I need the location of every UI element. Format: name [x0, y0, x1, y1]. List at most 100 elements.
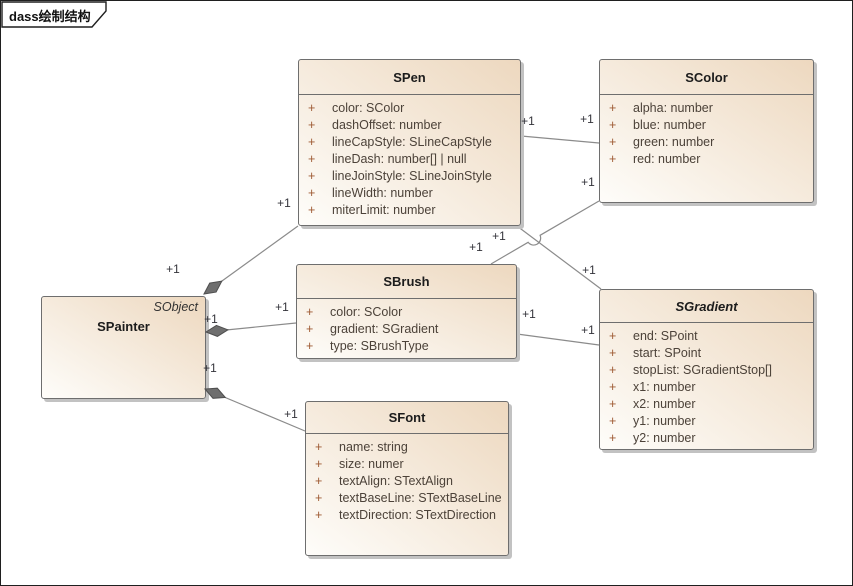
attribute-row: + red: number [600, 151, 813, 168]
relation-sbrush-scolor[interactable] [490, 200, 600, 265]
attribute-text: start: SPoint [633, 346, 702, 360]
attribute-row: + gradient: SGradient [297, 321, 516, 338]
class-box-spainter[interactable]: SObject SPainter [41, 296, 206, 399]
attribute-compartment: + color: SColor + dashOffset: number + line… [299, 95, 520, 219]
attribute-visibility: + [315, 491, 323, 505]
attribute-row: + color: SColor [297, 304, 516, 321]
relation-spen-sgradient[interactable] [516, 225, 602, 290]
attribute-row: +textBaseLine: STextBaseLine [306, 490, 508, 507]
attribute-text: lineWidth: number [332, 186, 433, 200]
attribute-text: lineCapStyle: SLineCapStyle [332, 135, 492, 149]
attribute-text: green: number [633, 135, 715, 149]
attribute-text: miterLimit: number [332, 203, 436, 217]
attribute-text: dashOffset: number [332, 118, 442, 132]
attribute-visibility: + [308, 152, 316, 166]
class-name: SPen [299, 60, 520, 95]
attribute-row: + x1: number [600, 379, 813, 396]
attribute-visibility: + [308, 118, 316, 132]
attribute-visibility: + [609, 414, 617, 428]
attribute-visibility: + [609, 346, 617, 360]
parent-classifier-label: SObject [153, 300, 198, 314]
attribute-compartment: + color: SColor + gradient: SGradient + typ… [297, 299, 516, 355]
multiplicity-label: +1 [277, 196, 291, 210]
attribute-compartment: +end: SPoint +start: SPoint +stopList: S… [600, 323, 813, 447]
class-box-sfont[interactable]: SFont +name: string +size: numer +textAl… [305, 401, 509, 556]
attribute-visibility: + [308, 186, 316, 200]
attribute-visibility: + [306, 305, 314, 319]
attribute-row: + lineJoinStyle: SLineJoinStyle [299, 168, 520, 185]
attribute-compartment: +alpha: number +blue: number +green: num… [600, 95, 813, 168]
attribute-row: + lineWidth: number [299, 185, 520, 202]
multiplicity-label: +1 [166, 262, 180, 276]
attribute-visibility: + [308, 169, 316, 183]
attribute-text: blue: number [633, 118, 706, 132]
relation-spainter-spen[interactable] [203, 225, 299, 295]
attribute-text: size: numer [339, 457, 404, 471]
attribute-text: name: string [339, 440, 408, 454]
multiplicity-label: +1 [522, 307, 536, 321]
attribute-row: + lineDash: number[] | null [299, 151, 520, 168]
attribute-compartment: +name: string +size: numer +textAlign: S… [306, 434, 508, 524]
attribute-row: + stopList: SGradientStop[] [600, 362, 813, 379]
attribute-row: +name: string [306, 439, 508, 456]
attribute-text: y1: number [633, 414, 696, 428]
attribute-text: end: SPoint [633, 329, 698, 343]
multiplicity-label: +1 [284, 407, 298, 421]
relation-spen-scolor[interactable] [520, 135, 600, 144]
attribute-visibility: + [609, 380, 617, 394]
attribute-text: x2: number [633, 397, 696, 411]
attribute-visibility: + [609, 152, 617, 166]
multiplicity-label: +1 [581, 323, 595, 337]
class-name: SGradient [600, 290, 813, 323]
attribute-visibility: + [308, 135, 316, 149]
attribute-visibility: + [609, 135, 617, 149]
class-name: SBrush [297, 265, 516, 299]
attribute-text: lineDash: number[] | null [332, 152, 467, 166]
attribute-visibility: + [609, 363, 617, 377]
multiplicity-label: +1 [204, 312, 218, 326]
attribute-row: +textAlign: STextAlign [306, 473, 508, 490]
attribute-text: red: number [633, 152, 701, 166]
attribute-visibility: + [306, 322, 314, 336]
class-box-spen[interactable]: SPen + color: SColor + dashOffset: number … [298, 59, 521, 226]
attribute-text: textDirection: STextDirection [339, 508, 497, 522]
attribute-row: + type: SBrushType [297, 338, 516, 355]
attribute-visibility: + [315, 474, 323, 488]
attribute-row: + y1: number [600, 413, 813, 430]
attribute-text: x1: number [633, 380, 696, 394]
class-name: SFont [306, 402, 508, 434]
multiplicity-label: +1 [521, 114, 535, 128]
attribute-visibility: + [306, 339, 314, 353]
frame-title: dass绘制结构 [9, 9, 91, 24]
attribute-text: stopList: SGradientStop[] [633, 363, 772, 377]
attribute-row: + start: SPoint [600, 345, 813, 362]
multiplicity-label: +1 [469, 240, 483, 254]
attribute-text: lineJoinStyle: SLineJoinStyle [332, 169, 492, 183]
attribute-visibility: + [609, 101, 617, 115]
attribute-visibility: + [315, 508, 323, 522]
class-name: SPainter [97, 319, 150, 334]
attribute-visibility: + [308, 203, 316, 217]
class-box-sgradient[interactable]: SGradient +end: SPoint +start: SPoint +s… [599, 289, 814, 450]
diagram-frame-label [1, 1, 107, 28]
multiplicity-label: +1 [275, 300, 289, 314]
attribute-row: + lineCapStyle: SLineCapStyle [299, 134, 520, 151]
class-box-sbrush[interactable]: SBrush + color: SColor + gradient: SGradie… [296, 264, 517, 359]
attribute-text: color: SColor [332, 101, 405, 115]
attribute-text: alpha: number [633, 101, 713, 115]
attribute-row: +size: numer [306, 456, 508, 473]
relation-sbrush-sgradient[interactable] [516, 333, 600, 346]
attribute-row: + textDirection: STextDirection [306, 507, 508, 524]
attribute-visibility: + [308, 101, 316, 115]
attribute-text: gradient: SGradient [330, 322, 439, 336]
class-box-scolor[interactable]: SColor +alpha: number +blue: number +gre… [599, 59, 814, 203]
attribute-row: + dashOffset: number [299, 117, 520, 134]
attribute-row: +end: SPoint [600, 328, 813, 345]
attribute-text: color: SColor [330, 305, 403, 319]
relation-spainter-sbrush[interactable] [205, 322, 297, 333]
attribute-row: +y2: number [600, 430, 813, 447]
attribute-row: + miterLimit: number [299, 202, 520, 219]
attribute-text: type: SBrushType [330, 339, 429, 353]
attribute-row: +blue: number [600, 117, 813, 134]
attribute-row: + green: number [600, 134, 813, 151]
